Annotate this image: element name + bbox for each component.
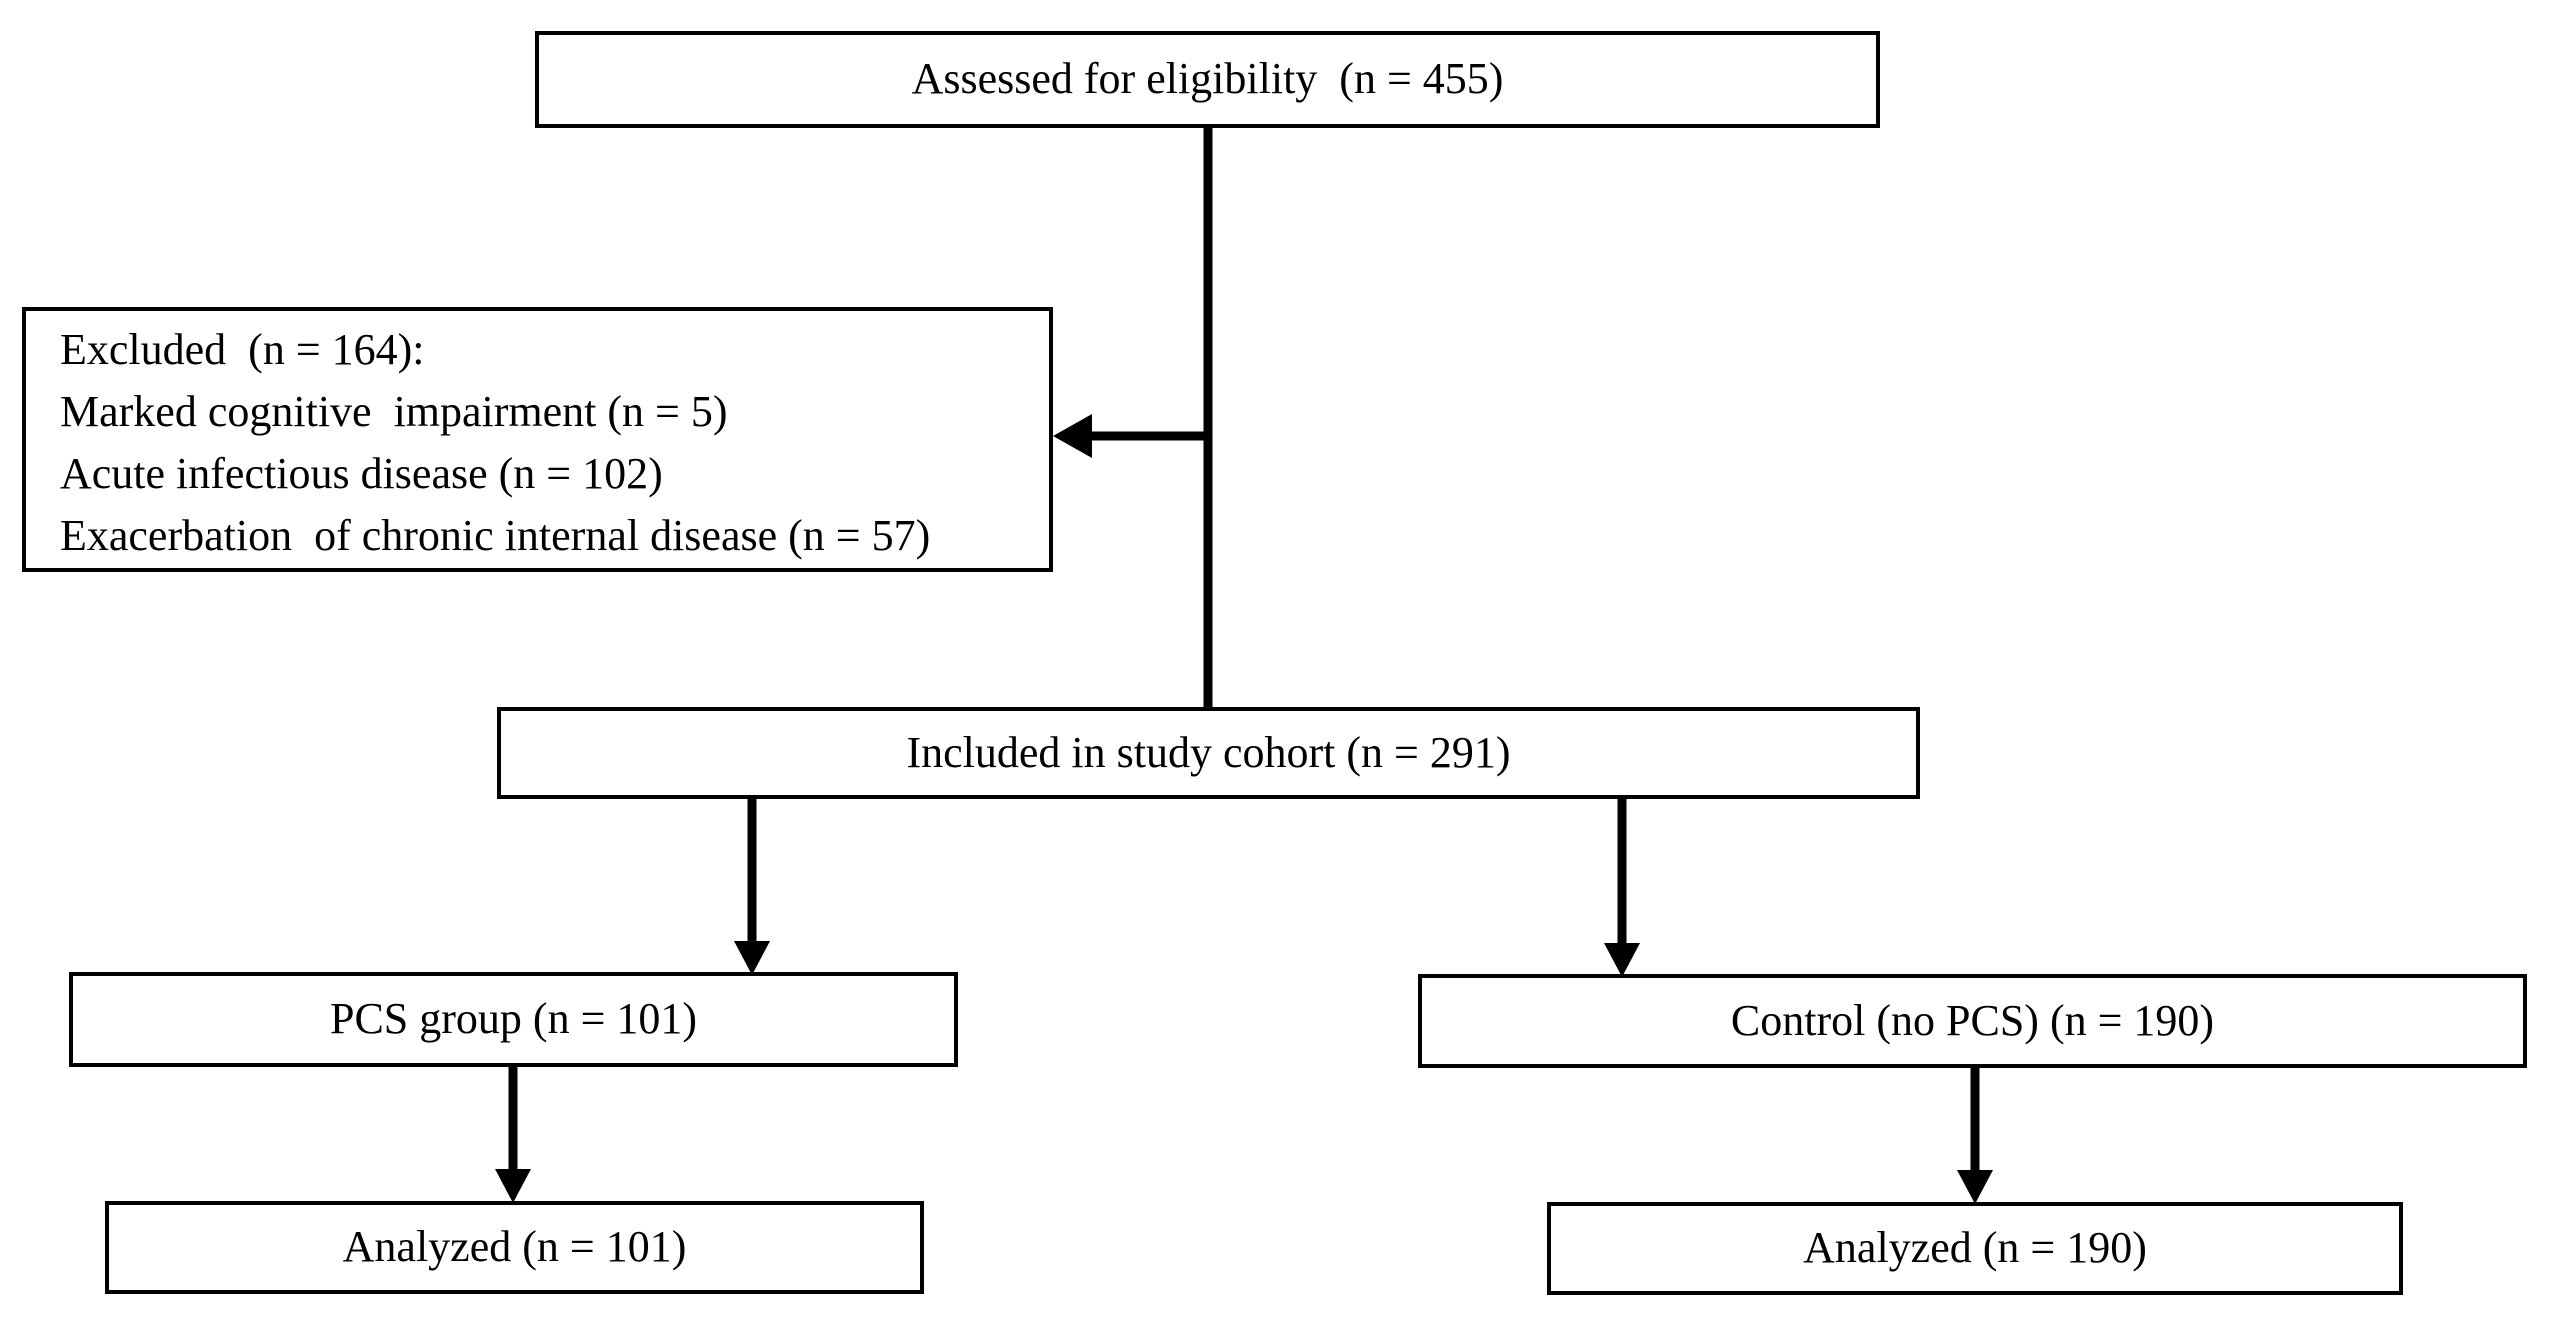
arrowhead-analyzed-pcs xyxy=(495,1169,531,1203)
analyzed-control-label: Analyzed (n = 190) xyxy=(1803,1223,2147,1273)
included-cohort-label: Included in study cohort (n = 291) xyxy=(906,727,1511,777)
control-group-box: Control (no PCS) (n = 190) xyxy=(1418,974,2527,1068)
analyzed-pcs-box: Analyzed (n = 101) xyxy=(105,1201,924,1294)
excluded-title: Excluded (n = 164): xyxy=(60,325,425,374)
arrowhead-analyzed-control xyxy=(1957,1170,1993,1204)
arrowhead-pcs xyxy=(734,941,770,975)
excluded-reason-cognitive: Marked cognitive impairment (n = 5) xyxy=(60,387,728,436)
arrowhead-control xyxy=(1604,943,1640,977)
excluded-reason-exacerbation: Exacerbation of chronic internal disease… xyxy=(60,511,931,560)
included-cohort-box: Included in study cohort (n = 291) xyxy=(497,707,1920,799)
excluded-box: Excluded (n = 164): Marked cognitive imp… xyxy=(22,307,1053,572)
control-group-label: Control (no PCS) (n = 190) xyxy=(1730,995,2215,1045)
analyzed-control-box: Analyzed (n = 190) xyxy=(1547,1202,2403,1295)
assessed-eligibility-label: Assessed for eligibility (n = 455) xyxy=(911,54,1504,104)
arrowhead-excluded xyxy=(1053,414,1092,458)
pcs-group-box: PCS group (n = 101) xyxy=(69,972,958,1067)
analyzed-pcs-label: Analyzed (n = 101) xyxy=(342,1222,687,1272)
excluded-reason-infectious: Acute infectious disease (n = 102) xyxy=(60,449,663,498)
pcs-group-label: PCS group (n = 101) xyxy=(329,994,698,1044)
assessed-eligibility-box: Assessed for eligibility (n = 455) xyxy=(535,31,1880,128)
